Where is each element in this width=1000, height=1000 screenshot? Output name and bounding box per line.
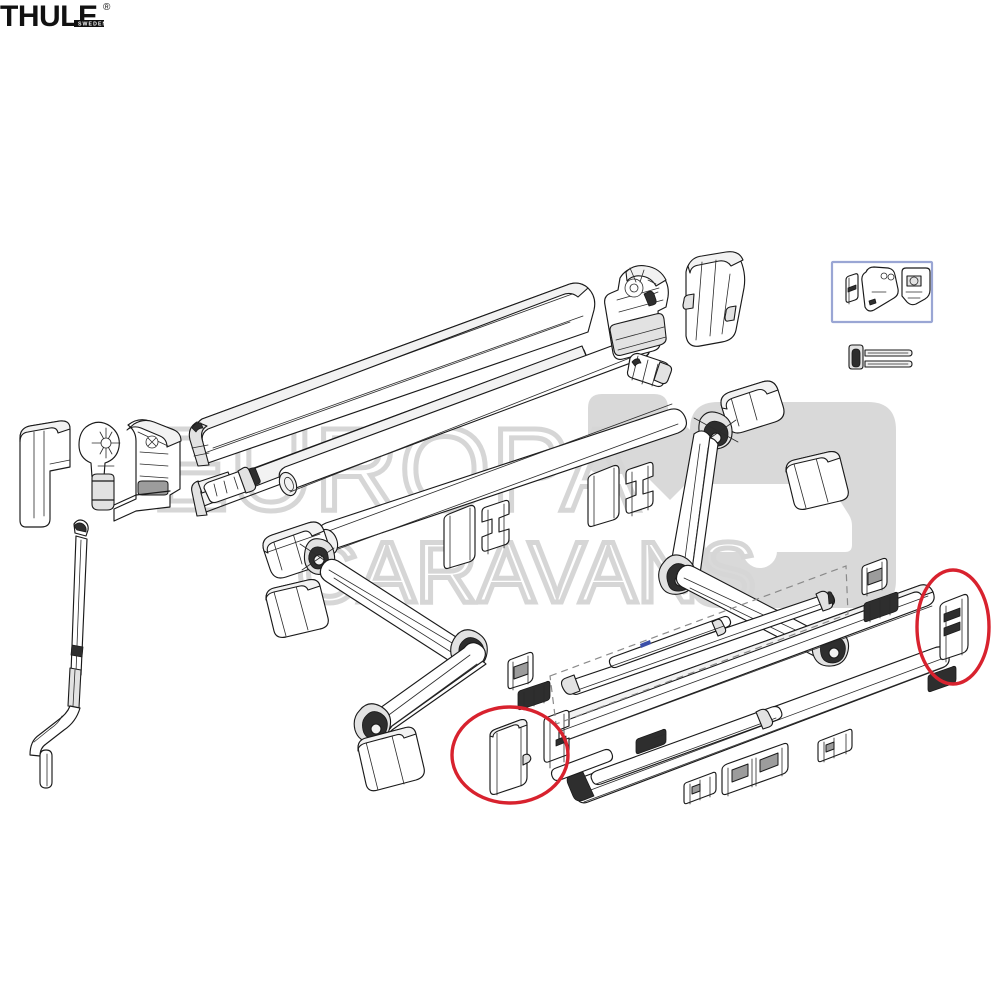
part-right-end-cap-clamp bbox=[939, 593, 969, 663]
part-rail-clip-small bbox=[517, 680, 551, 711]
brand-wordmark: THULE bbox=[0, 0, 98, 33]
part-corner-cap-a bbox=[443, 504, 476, 570]
part-cassette-end-cover-left bbox=[19, 420, 71, 528]
part-drive-pin bbox=[626, 352, 673, 388]
part-bottom-clip-left bbox=[683, 771, 717, 805]
part-roller-end-plug bbox=[197, 466, 261, 504]
part-bottom-rail-bar bbox=[550, 705, 783, 786]
part-support-arm-left bbox=[262, 521, 488, 792]
part-drive-gearbox-assembly bbox=[604, 265, 669, 360]
part-right-clip-small bbox=[863, 591, 899, 623]
inset-part-end-cap-clamp bbox=[901, 267, 931, 306]
part-tensioner-rod-assembly bbox=[560, 590, 836, 695]
brand-sub-box bbox=[74, 20, 104, 27]
annotation-tensioner-callout bbox=[549, 565, 849, 725]
part-crank-handle bbox=[29, 519, 89, 789]
part-arm-cover-sleeve bbox=[265, 579, 329, 638]
part-arm-cover-sleeve-lower bbox=[357, 726, 425, 792]
part-gearbox-cover-cap bbox=[682, 251, 746, 347]
highlight-right-end-cap bbox=[915, 568, 991, 686]
part-fixing-screw-pair bbox=[848, 344, 913, 370]
part-bottom-bracket-wide bbox=[721, 742, 789, 797]
brand-sub-label: SWEDEN bbox=[78, 22, 107, 28]
part-lead-rail-end-cap bbox=[489, 718, 532, 796]
part-right-slider-block bbox=[861, 557, 888, 597]
part-bottom-clip-right bbox=[817, 728, 853, 763]
part-arm-cover-sleeve-right bbox=[785, 451, 849, 510]
part-mounting-clip-b bbox=[625, 461, 654, 517]
inset-part-small-plug bbox=[845, 273, 859, 305]
part-mounting-clip-a bbox=[481, 499, 510, 555]
part-wall-mount-bracket bbox=[113, 419, 182, 522]
part-rail-slider-block bbox=[507, 651, 534, 691]
registered-trademark-icon: ® bbox=[103, 2, 111, 13]
part-bottom-small-clip-a bbox=[635, 728, 667, 755]
thule-logo: THULE ® SWEDEN bbox=[0, 0, 111, 33]
part-corner-cap-b bbox=[587, 464, 620, 528]
part-right-rail-end-fitting bbox=[927, 665, 957, 693]
blue-accent-mark bbox=[640, 640, 651, 648]
highlight-left-end-cap bbox=[450, 705, 570, 805]
inset-part-bracket-plate bbox=[861, 266, 899, 312]
part-gear-knob-assembly bbox=[78, 421, 121, 511]
